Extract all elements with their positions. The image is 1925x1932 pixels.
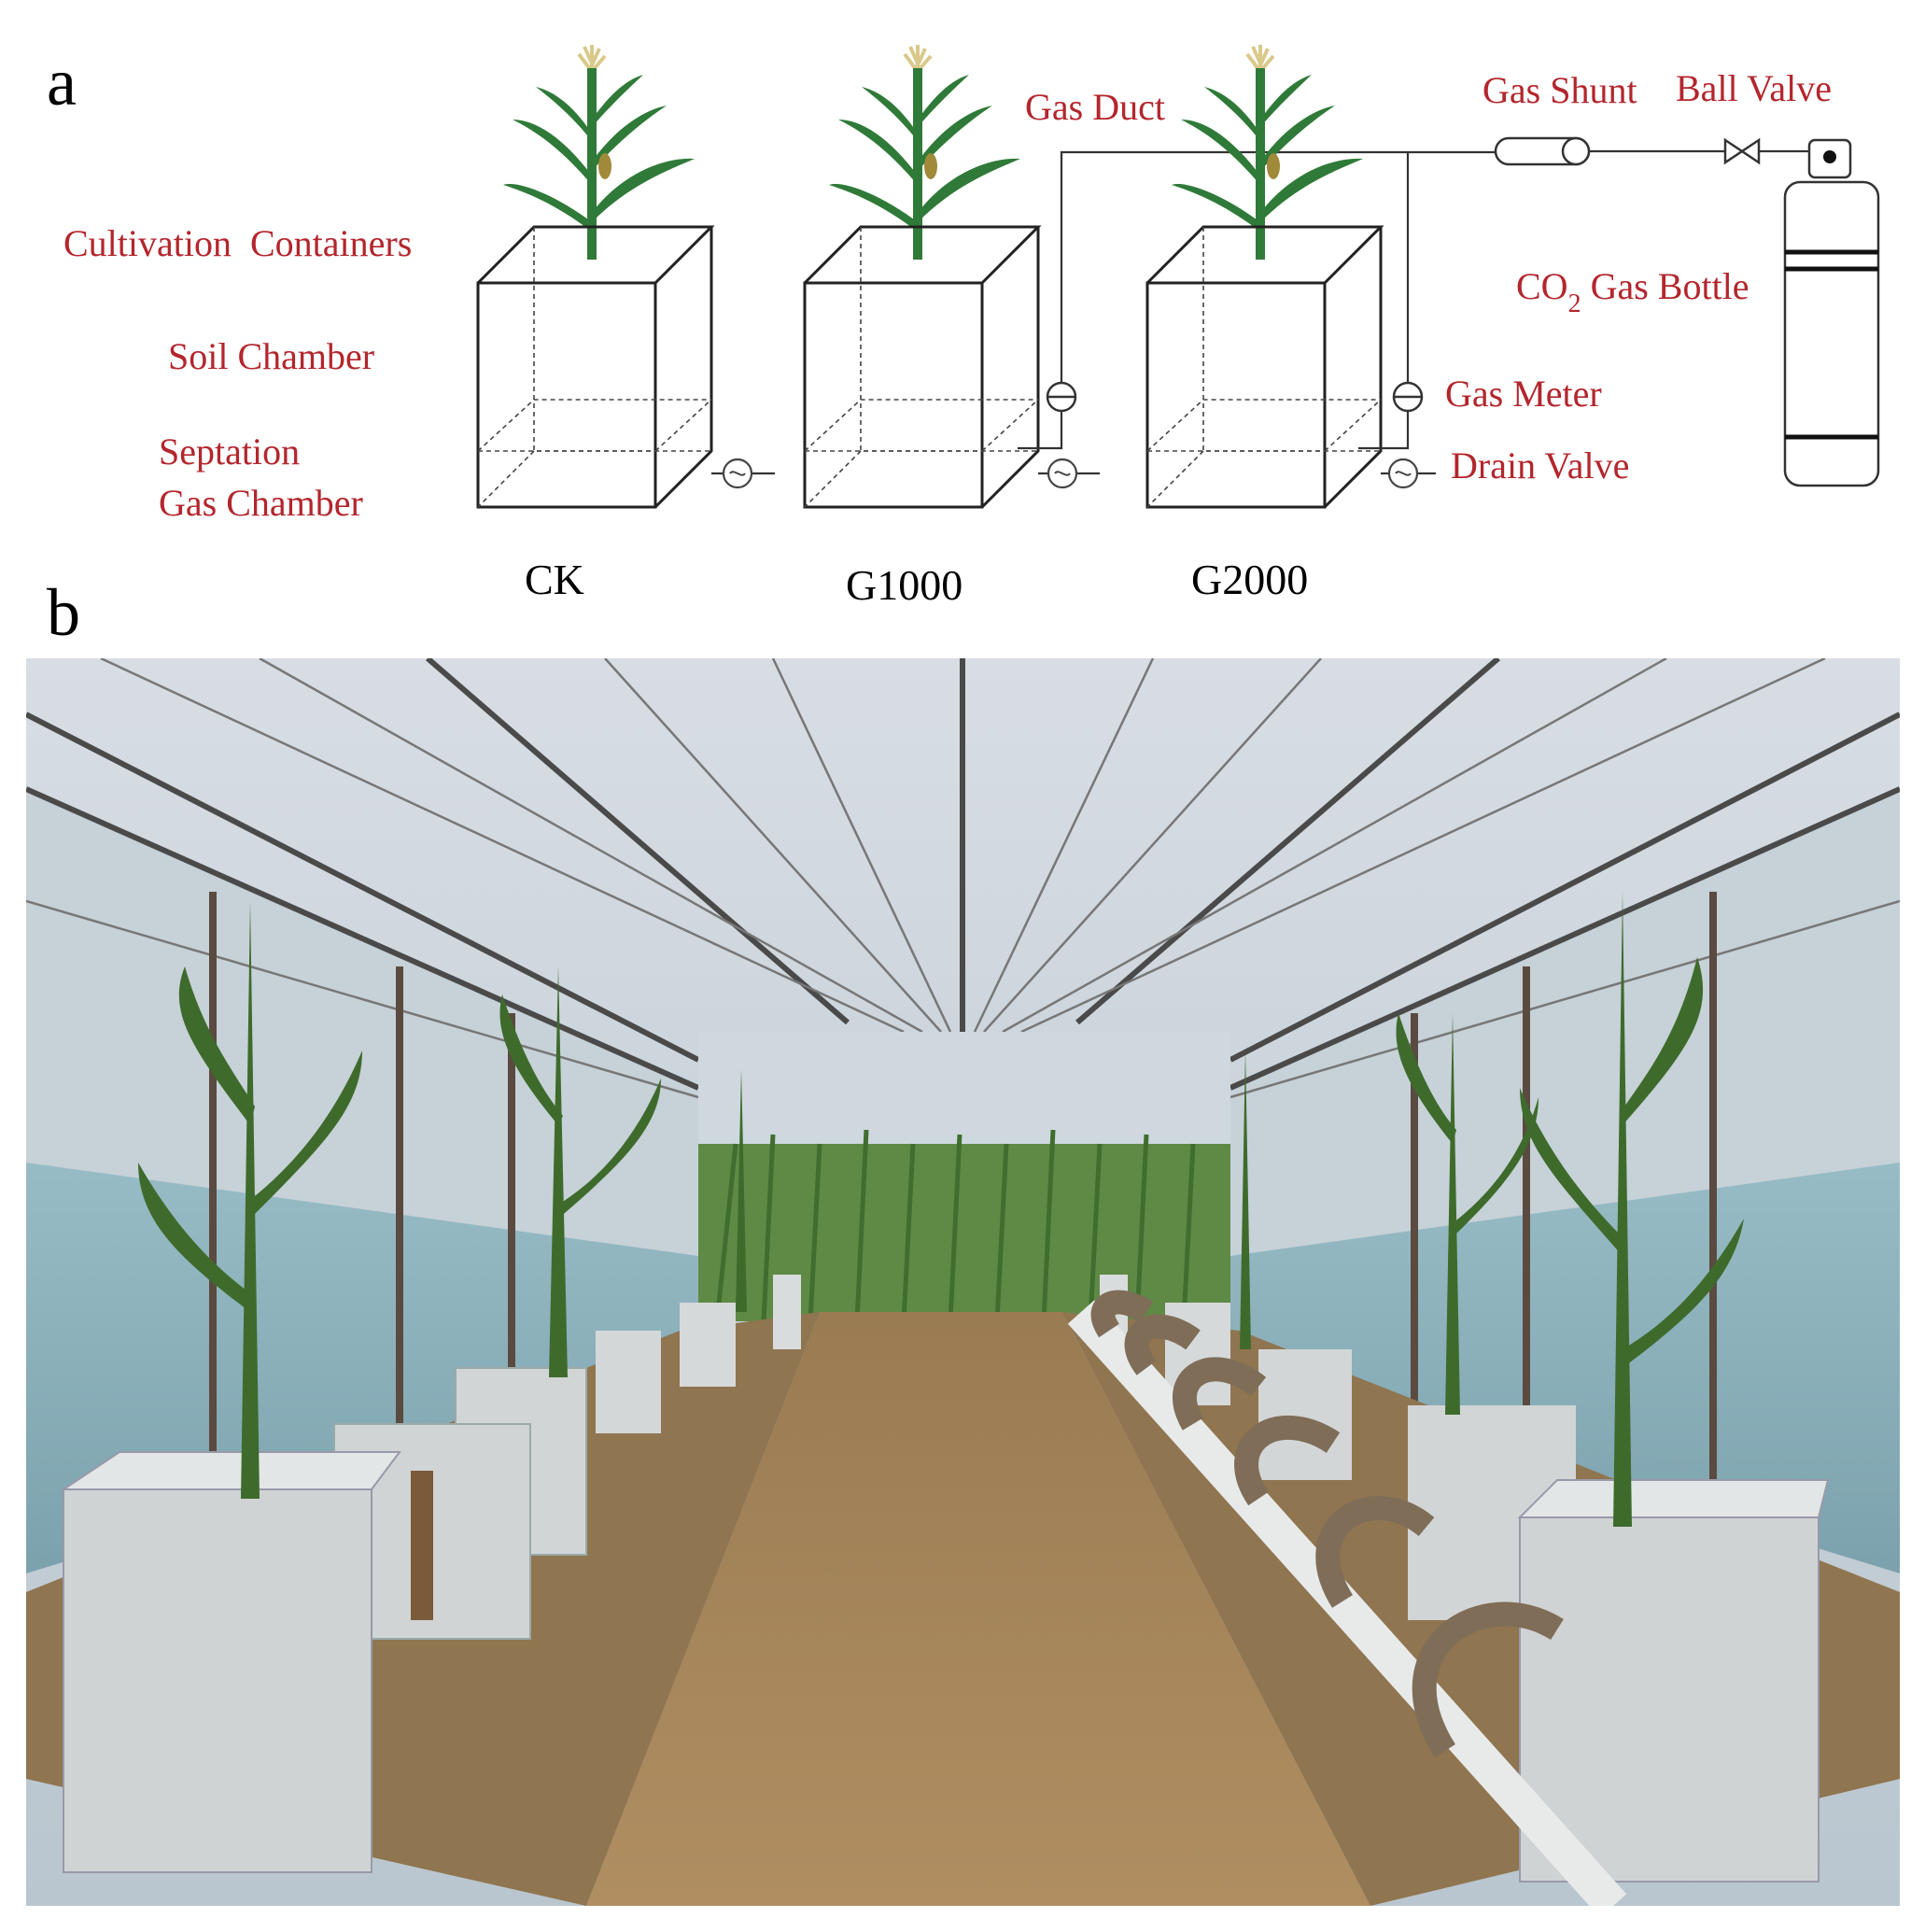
g2000-container [1145, 225, 1383, 509]
g2000-unit [1145, 45, 1436, 509]
ball-valve-label: Ball Valve [1676, 67, 1832, 109]
treatment-label-ck: CK [525, 556, 584, 603]
gas-shunt-icon [1494, 136, 1591, 166]
roof-frame [26, 658, 1900, 1091]
cultivation-containers-label: Cultivation Containers [63, 222, 412, 264]
panel-b-letter: b [47, 575, 80, 650]
g2000-drain-valve-icon [1387, 458, 1419, 489]
experiment-schematic: a Cultivation Containers Soil Chamber Se… [47, 0, 1880, 609]
greenhouse-photo [26, 658, 1900, 1906]
co2-gas-bottle-label: CO2 Gas Bottle [1516, 265, 1749, 318]
gas-duct-label: Gas Duct [1025, 86, 1165, 128]
left-container-row [60, 1275, 801, 1873]
treatment-label-g2000: G2000 [1191, 556, 1308, 603]
gas-chamber-label: Gas Chamber [159, 482, 363, 524]
g1000-gas-meter-icon [1046, 381, 1077, 413]
soil-chamber-label: Soil Chamber [168, 335, 374, 377]
gas-meter-label: Gas Meter [1445, 373, 1602, 415]
treatment-label-g1000: G1000 [846, 561, 962, 609]
g2000-gas-meter-icon [1392, 381, 1424, 413]
panel-b-letter-wrap: b [47, 575, 80, 650]
septation-label: Septation [159, 430, 300, 472]
g1000-drain-valve-icon [1047, 458, 1078, 489]
gas-shunt-label: Gas Shunt [1482, 69, 1637, 111]
co2-gas-bottle-icon [1783, 138, 1880, 487]
panel-a-letter: a [47, 45, 77, 120]
ck-unit [476, 45, 775, 509]
g1000-container [803, 225, 1040, 509]
ck-container [476, 225, 713, 509]
right-container-row [1067, 1275, 1830, 1906]
dirt-path [586, 1312, 1370, 1906]
ball-valve-icon [1723, 137, 1761, 165]
drain-valve-label: Drain Valve [1451, 444, 1629, 487]
maize-plants [138, 892, 1744, 1527]
ck-drain-valve-icon [722, 458, 753, 489]
